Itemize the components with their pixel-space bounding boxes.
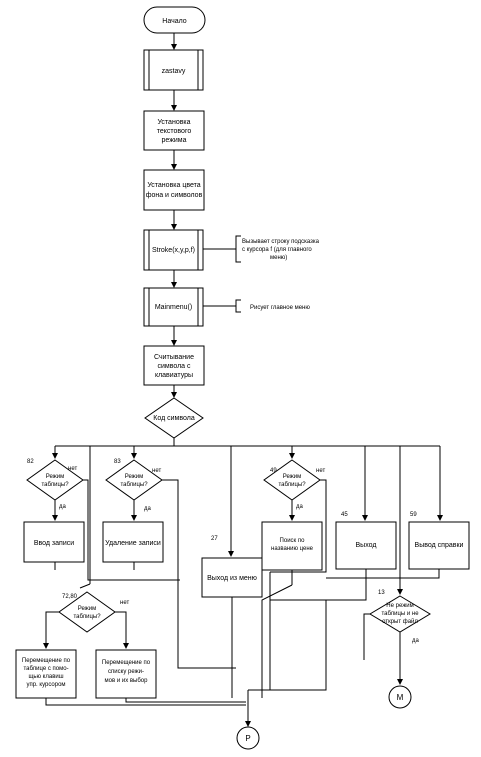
mainmenu-label: Mainmenu() xyxy=(155,304,192,311)
start-label: Начало xyxy=(162,18,186,25)
stroke-process: Stroke(x,y,p,f) xyxy=(143,229,204,271)
connector-m: М xyxy=(388,685,412,709)
d5-line-3: открыт файл xyxy=(382,618,418,625)
zastavy-process: zastavy xyxy=(143,49,204,91)
enter-record-label: Ввод записи xyxy=(34,540,74,547)
d4-line-2: таблицы? xyxy=(278,482,306,488)
move-list-line-1: Перемещение по xyxy=(102,660,151,666)
exit-label: Выход xyxy=(356,542,377,549)
d3-line-2: таблицы? xyxy=(73,614,101,620)
table-mode-decision-82: Режим таблицы? нет да xyxy=(26,459,89,532)
exit-menu-process: Выход из меню xyxy=(201,557,263,598)
main-spine-connectors xyxy=(171,33,236,398)
d1-line-1: Режим xyxy=(46,474,65,480)
connector-p: Р xyxy=(236,726,260,750)
mainmenu-note: Рисует главное меню xyxy=(250,305,310,311)
code-45-label: 45 xyxy=(341,512,348,518)
code-27-label: 27 xyxy=(211,536,218,542)
d1-yes: да xyxy=(59,504,67,510)
table-mode-decision-49: Режим таблицы? нет да xyxy=(263,459,327,573)
stroke-note-line-3: меню) xyxy=(270,255,287,261)
mainmenu-process: Mainmenu() xyxy=(143,287,204,327)
code-83-label: 83 xyxy=(114,459,121,465)
search-process: Поиск по названию цене xyxy=(261,521,323,571)
d5-line-1: Не режим xyxy=(386,603,413,609)
color-setup-line-1: Установка цвета xyxy=(147,182,200,189)
table-mode-decision-83: Режим таблицы? нет да xyxy=(105,459,236,669)
key-code-label: Код символа xyxy=(153,415,195,422)
stroke-note-line-1: Вызывает строку подсказка xyxy=(242,239,320,245)
connector-p-label: Р xyxy=(245,734,250,743)
exit-menu-label: Выход из меню xyxy=(207,575,257,582)
delete-record-process: Удаление записи xyxy=(102,521,164,563)
read-key-line-3: клавиатуры xyxy=(155,372,193,379)
d4-yes: да xyxy=(296,504,304,510)
stroke-annotation: Вызывает строку подсказка с курсора f (д… xyxy=(235,235,320,263)
search-line-1: Поиск по xyxy=(280,538,306,544)
help-process: Вывод справки xyxy=(408,521,470,570)
code-59-label: 59 xyxy=(410,512,417,518)
file-open-decision-13: Не режим таблицы и не открыт файл да xyxy=(363,595,431,685)
code-13-label: 13 xyxy=(378,590,385,596)
distribution-bus xyxy=(52,438,443,595)
return-connectors xyxy=(54,532,440,698)
enter-record-process: Ввод записи xyxy=(23,521,85,563)
move-cursor-line-2: таблице с помо- xyxy=(23,666,68,672)
d4-no: нет xyxy=(316,468,325,474)
move-list-line-3: мов и их выбор xyxy=(105,678,149,684)
delete-record-label: Удаление записи xyxy=(105,540,161,547)
move-list-line-2: списку режи- xyxy=(108,669,144,675)
d1-no: нет xyxy=(68,466,77,472)
d5-line-2: таблицы и не xyxy=(381,611,419,617)
code-80-label: 72,80 xyxy=(62,594,78,600)
stroke-label: Stroke(x,y,p,f) xyxy=(152,247,195,254)
move-cursor-process: Перемещение по таблице с помо- щью клави… xyxy=(15,649,77,699)
read-key-process: Считывание символа с клавиатуры xyxy=(143,345,205,386)
start-terminator: Начало xyxy=(143,6,206,34)
color-setup-line-2: фона и символов xyxy=(146,192,203,199)
d2-line-2: таблицы? xyxy=(120,482,148,488)
zastavy-label: zastavy xyxy=(162,68,186,75)
mainmenu-annotation: Рисует главное меню xyxy=(235,299,310,313)
read-key-line-2: символа с xyxy=(157,363,191,370)
text-mode-process: Установка текстового режима xyxy=(143,110,205,151)
d5-yes: да xyxy=(412,638,420,644)
merge-to-p xyxy=(45,690,251,727)
help-label: Вывод справки xyxy=(415,542,464,549)
code-82-label: 82 xyxy=(27,459,34,465)
d3-line-1: Режим xyxy=(78,606,97,612)
d3-no: нет xyxy=(120,600,129,606)
d2-line-1: Режим xyxy=(125,474,144,480)
connector-m-label: М xyxy=(397,693,404,702)
code-49-label: 49 xyxy=(270,468,277,474)
key-code-decision: Код символа xyxy=(144,397,204,439)
move-cursor-line-3: щью клавиш xyxy=(28,674,63,680)
d1-line-2: таблицы? xyxy=(41,482,69,488)
move-cursor-line-4: упр. курсором xyxy=(26,682,65,688)
text-mode-line-3: режима xyxy=(161,137,186,144)
exit-process: Выход xyxy=(335,521,397,570)
move-list-process: Перемещение по списку режи- мов и их выб… xyxy=(95,649,157,699)
text-mode-line-1: Установка xyxy=(157,119,190,126)
d2-no: нет xyxy=(152,468,161,474)
color-setup-process: Установка цвета фона и символов xyxy=(143,169,205,211)
d4-line-1: Режим xyxy=(283,474,302,480)
text-mode-line-2: текстового xyxy=(157,128,192,135)
d2-yes: да xyxy=(144,506,152,512)
table-mode-decision-72-80: Режим таблицы? нет xyxy=(43,591,129,649)
search-line-2: названию цене xyxy=(271,546,314,552)
read-key-line-1: Считывание xyxy=(154,354,194,361)
stroke-note-line-2: с курсора f (для главного xyxy=(242,247,312,253)
move-cursor-line-1: Перемещение по xyxy=(22,658,71,664)
